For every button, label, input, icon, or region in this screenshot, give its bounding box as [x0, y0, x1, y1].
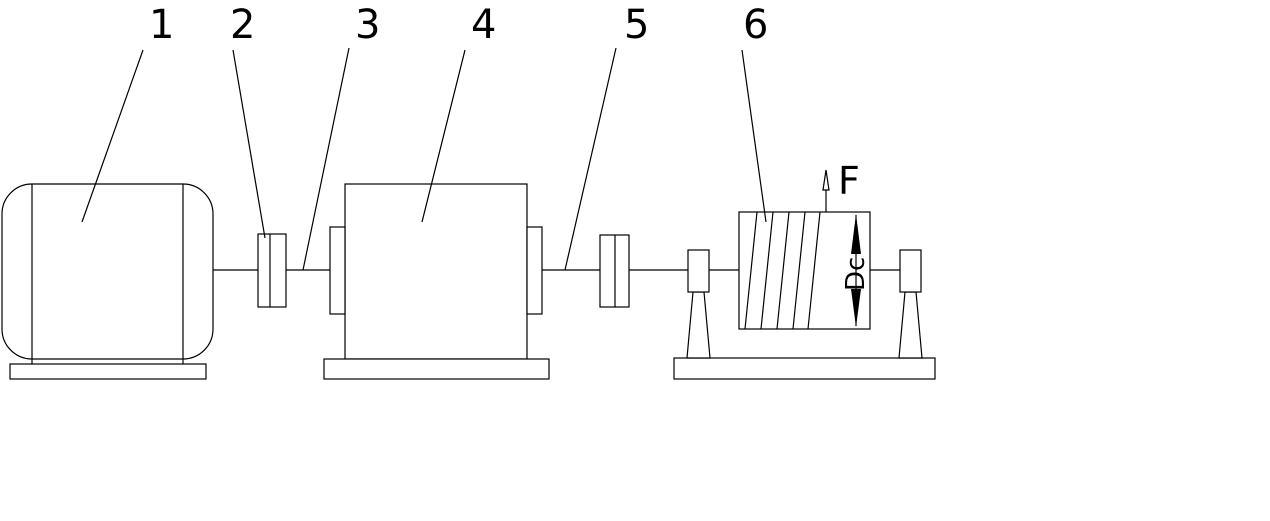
- gearbox: [323, 183, 550, 380]
- bearing-base: [673, 249, 936, 380]
- coupling-left: [257, 233, 287, 308]
- force-label: F: [838, 159, 860, 203]
- diameter-dimension: [851, 214, 861, 327]
- callout-4: 4: [471, 2, 496, 48]
- force-arrow: [822, 169, 830, 212]
- callout-2: 2: [230, 2, 255, 48]
- coupling-right: [599, 234, 630, 308]
- motor: [1, 183, 214, 380]
- callout-6: 6: [743, 2, 768, 48]
- callout-3: 3: [355, 2, 380, 48]
- callout-1: 1: [149, 2, 174, 48]
- winding-drum: [738, 211, 871, 330]
- callout-5: 5: [624, 2, 649, 48]
- diameter-label: Dc: [841, 257, 871, 291]
- leader-lines: [81, 47, 767, 271]
